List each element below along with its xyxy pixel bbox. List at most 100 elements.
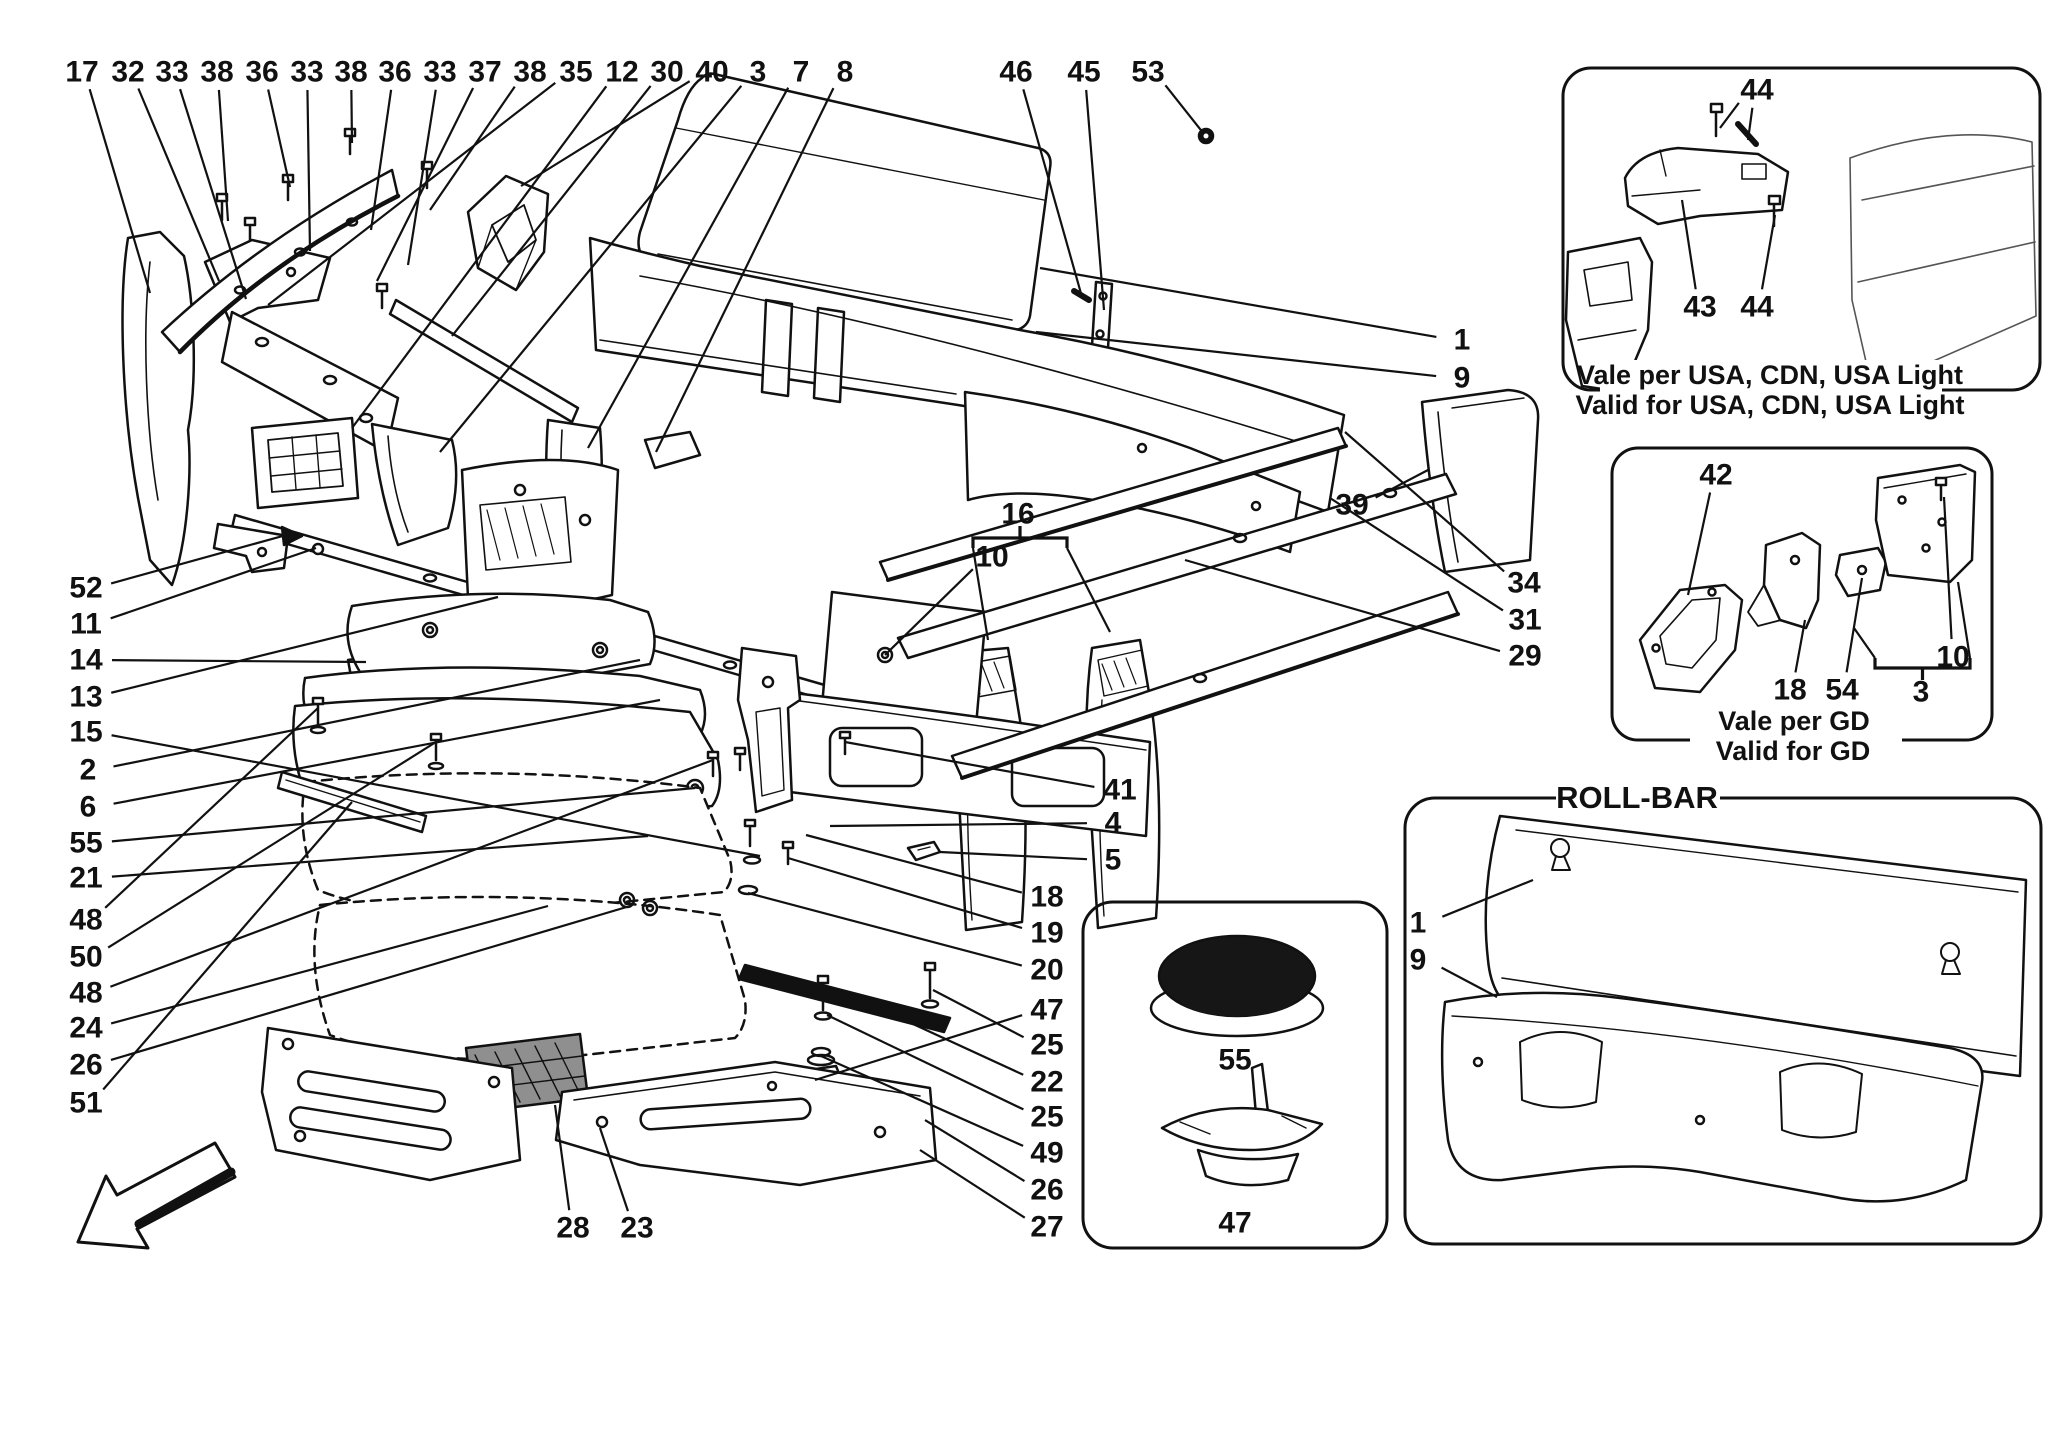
clip-5: [906, 840, 942, 862]
leader-line: [1441, 966, 1498, 998]
leader-line: [107, 741, 437, 949]
part-label: 18: [1773, 674, 1806, 707]
part-label: 10: [975, 541, 1008, 574]
leader-line: [351, 85, 608, 429]
part-label: 19: [1030, 917, 1063, 950]
leader-line: [406, 89, 437, 266]
clip-47: [1160, 1062, 1324, 1187]
part-label: 11: [70, 608, 102, 641]
bracket-54: [1834, 546, 1888, 598]
leader-line: [587, 87, 790, 449]
gd-note-line2: Valid for GD: [1716, 736, 1871, 766]
part-label: 32: [111, 56, 144, 89]
part-label: 14: [69, 644, 103, 677]
leader-line: [1085, 89, 1106, 311]
leader-line: [1441, 878, 1534, 918]
part-label: 33: [155, 56, 188, 89]
part-label: 27: [1030, 1211, 1063, 1244]
brace-leader-line: [1066, 547, 1111, 633]
part-label: 21: [69, 862, 102, 895]
leader-line: [1344, 431, 1505, 573]
clip-44: [1735, 121, 1759, 147]
ghost-seat-back: [1849, 134, 2037, 389]
center-mat: [460, 458, 620, 608]
leader-line: [137, 88, 221, 282]
part-label: 48: [69, 904, 102, 937]
gd-note-line1: Vale per GD: [1718, 706, 1870, 736]
gd-note-bg: [1690, 704, 1902, 768]
part-label: 13: [69, 681, 102, 714]
leader-line: [1164, 84, 1205, 135]
part-label: 5: [1105, 844, 1122, 877]
part-label: 43: [1683, 291, 1716, 324]
part-label: 47: [1030, 994, 1063, 1027]
direction-arrow-icon: [76, 1141, 237, 1250]
fasteners-mid: [280, 525, 747, 917]
part-label: 26: [69, 1049, 102, 1082]
leader-line: [939, 850, 1088, 861]
crossmember: [160, 168, 401, 355]
part-label: 49: [1030, 1137, 1063, 1170]
leader-line: [553, 1104, 571, 1211]
usa-note-line2: Valid for USA, CDN, USA Light: [1575, 390, 1964, 420]
part-label: 38: [334, 56, 367, 89]
part-label: 1: [1410, 907, 1427, 940]
part-label: 28: [556, 1212, 589, 1245]
leader-line: [306, 89, 312, 252]
leader-line: [829, 822, 1088, 828]
leader-line: [1794, 619, 1807, 673]
leader-line: [1746, 107, 1754, 141]
part-label: 38: [513, 56, 546, 89]
part-label: 35: [559, 56, 592, 89]
vent-plate: [250, 416, 360, 510]
tunnel-panel: [963, 390, 1302, 554]
leader-line: [111, 834, 649, 878]
part-label: 38: [200, 56, 233, 89]
sill-strip-34: [878, 426, 1348, 582]
sill-strip-31: [896, 472, 1458, 660]
main-illustration: [76, 66, 2043, 1250]
bracket-cluster: [736, 646, 802, 896]
usa-note-bg: [1600, 360, 1942, 422]
leader-line: [787, 856, 1023, 930]
trim-strip-22: [737, 963, 952, 1034]
part-label: 30: [650, 56, 683, 89]
leader-line: [350, 89, 354, 144]
leader-line: [111, 786, 696, 843]
leader-line: [1680, 199, 1697, 290]
inset-box-usa: [1561, 66, 2042, 394]
part-label: 37: [468, 56, 501, 89]
part-label: 51: [69, 1087, 102, 1120]
leader-line: [919, 1149, 1026, 1219]
part-label: 42: [1699, 459, 1732, 492]
leader-line: [1329, 497, 1504, 612]
grommet-55: [1149, 934, 1325, 1038]
leader-line: [113, 658, 641, 768]
part-label: 55: [1218, 1044, 1251, 1077]
inset-box-rollbar: [1403, 780, 2043, 1246]
part-label: 18: [1030, 881, 1063, 914]
strip-30: [388, 298, 580, 424]
part-label: 26: [1030, 1174, 1063, 1207]
part-label: 3: [1913, 676, 1930, 709]
leader-line: [1039, 266, 1437, 339]
leader-line: [932, 989, 1025, 1039]
leader-line: [104, 707, 319, 909]
part-label: 44: [1740, 74, 1774, 107]
leader-line: [267, 89, 292, 188]
part-label: 52: [69, 572, 102, 605]
part-label: 6: [80, 791, 97, 824]
leader-line: [520, 80, 691, 187]
leader-line: [805, 833, 1023, 894]
part-label: 9: [1410, 944, 1427, 977]
part-label: 20: [1030, 954, 1063, 987]
leader-line: [747, 891, 1023, 967]
leader-line: [1760, 214, 1777, 290]
part-label: 29: [1508, 640, 1541, 673]
leader-line: [1022, 88, 1084, 298]
part-label: 4: [1105, 807, 1122, 840]
leader-line: [849, 994, 1024, 1076]
trim-panel-3: [370, 422, 458, 547]
